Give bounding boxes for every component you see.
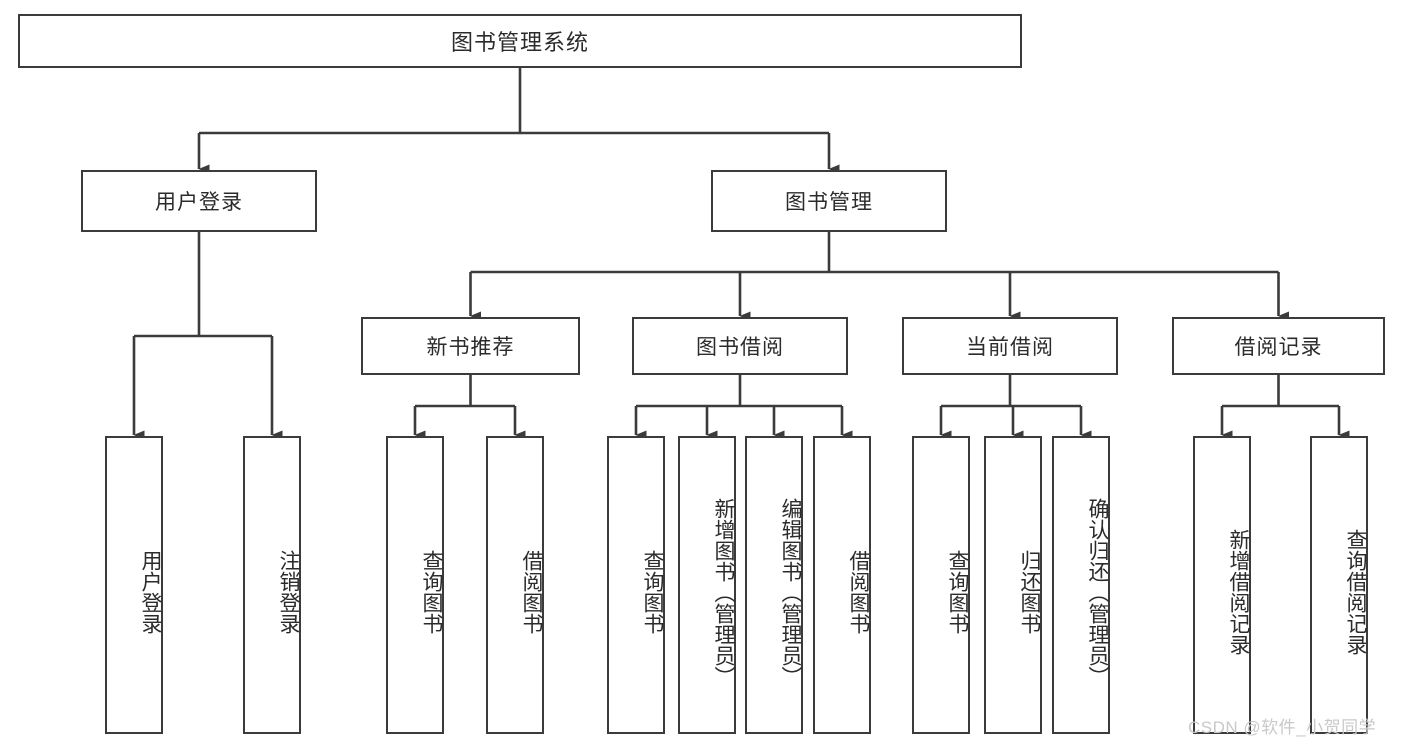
node-label: 新增借阅记录 — [1227, 529, 1250, 655]
node-l5[interactable]: 查询图书 — [607, 436, 665, 734]
node-root[interactable]: 图书管理系统 — [18, 14, 1022, 68]
node-l8[interactable]: 借阅图书 — [813, 436, 871, 734]
node-login[interactable]: 用户登录 — [81, 170, 317, 232]
node-l4[interactable]: 借阅图书 — [486, 436, 544, 734]
node-label: 图书管理系统 — [450, 30, 589, 55]
node-label: 新书推荐 — [426, 336, 515, 359]
node-l9[interactable]: 查询图书 — [912, 436, 970, 734]
node-label: 归还图书 — [1018, 550, 1041, 634]
node-l13[interactable]: 查询借阅记录 — [1310, 436, 1368, 734]
node-label: 图书管理 — [785, 191, 873, 214]
node-label: 借阅记录 — [1234, 336, 1323, 359]
node-l2[interactable]: 注销登录 — [243, 436, 301, 734]
node-label: 借阅图书 — [520, 550, 543, 634]
node-l6[interactable]: 新增图书（管理员） — [678, 436, 736, 734]
node-label: 用户登录 — [155, 191, 243, 214]
node-label: 当前借阅 — [966, 336, 1054, 359]
node-l7[interactable]: 编辑图书（管理员） — [745, 436, 803, 734]
csdn-watermark: CSDN @软件_小贺同学 — [1188, 718, 1377, 737]
node-label: 查询图书 — [420, 550, 443, 634]
node-borrow[interactable]: 图书借阅 — [632, 317, 848, 375]
node-records[interactable]: 借阅记录 — [1172, 317, 1385, 375]
node-l1[interactable]: 用户登录 — [105, 436, 163, 734]
node-label: 确认归还（管理员） — [1086, 497, 1109, 687]
node-label: 图书借阅 — [696, 336, 784, 359]
node-l12[interactable]: 新增借阅记录 — [1193, 436, 1251, 734]
node-l10[interactable]: 归还图书 — [984, 436, 1042, 734]
node-label: 查询借阅记录 — [1344, 529, 1367, 655]
node-label: 查询图书 — [946, 550, 969, 634]
node-label: 借阅图书 — [847, 550, 870, 634]
node-label: 用户登录 — [139, 550, 162, 634]
node-label: 查询图书 — [641, 550, 664, 634]
node-bookmgmt[interactable]: 图书管理 — [711, 170, 947, 232]
node-newbook[interactable]: 新书推荐 — [361, 317, 580, 375]
node-current[interactable]: 当前借阅 — [902, 317, 1118, 375]
node-label: 注销登录 — [277, 550, 300, 634]
node-label: 新增图书（管理员） — [712, 497, 735, 687]
node-l3[interactable]: 查询图书 — [386, 436, 444, 734]
node-label: 编辑图书（管理员） — [779, 497, 802, 687]
node-l11[interactable]: 确认归还（管理员） — [1052, 436, 1110, 734]
edge-group — [132, 68, 1350, 440]
